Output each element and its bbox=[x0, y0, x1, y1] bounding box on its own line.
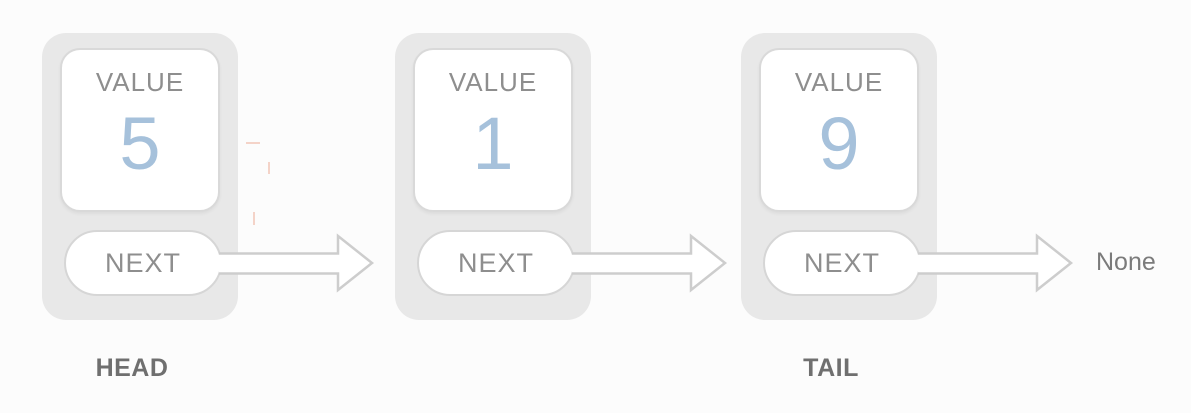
value-field-label: VALUE bbox=[794, 67, 884, 97]
value-field-label: VALUE bbox=[448, 67, 538, 97]
next-pointer-field: NEXT bbox=[763, 230, 921, 296]
next-field-label: NEXT bbox=[457, 247, 534, 278]
list-node: VALUE 9 NEXT bbox=[741, 33, 937, 320]
tail-label: TAIL bbox=[803, 354, 859, 382]
stray-mark bbox=[253, 212, 255, 225]
value-box: VALUE 9 bbox=[759, 48, 919, 212]
none-terminator-label: None bbox=[1096, 248, 1156, 276]
stray-mark bbox=[246, 142, 260, 144]
value-box: VALUE 1 bbox=[413, 48, 573, 212]
next-pointer-field: NEXT bbox=[417, 230, 575, 296]
list-node: VALUE 1 NEXT bbox=[395, 33, 591, 320]
value-number: 1 bbox=[472, 102, 514, 185]
next-arrow-icon bbox=[918, 233, 1074, 293]
next-arrow-icon bbox=[219, 233, 375, 293]
stray-mark bbox=[268, 162, 270, 174]
value-box: VALUE 5 bbox=[60, 48, 220, 212]
value-number: 5 bbox=[119, 102, 161, 185]
next-arrow-icon bbox=[572, 233, 728, 293]
next-pointer-field: NEXT bbox=[64, 230, 222, 296]
next-field-label: NEXT bbox=[803, 247, 880, 278]
value-field-label: VALUE bbox=[95, 67, 185, 97]
next-field-label: NEXT bbox=[104, 247, 181, 278]
value-number: 9 bbox=[818, 102, 860, 185]
head-label: HEAD bbox=[95, 354, 169, 382]
list-node: VALUE 5 NEXT bbox=[42, 33, 238, 320]
